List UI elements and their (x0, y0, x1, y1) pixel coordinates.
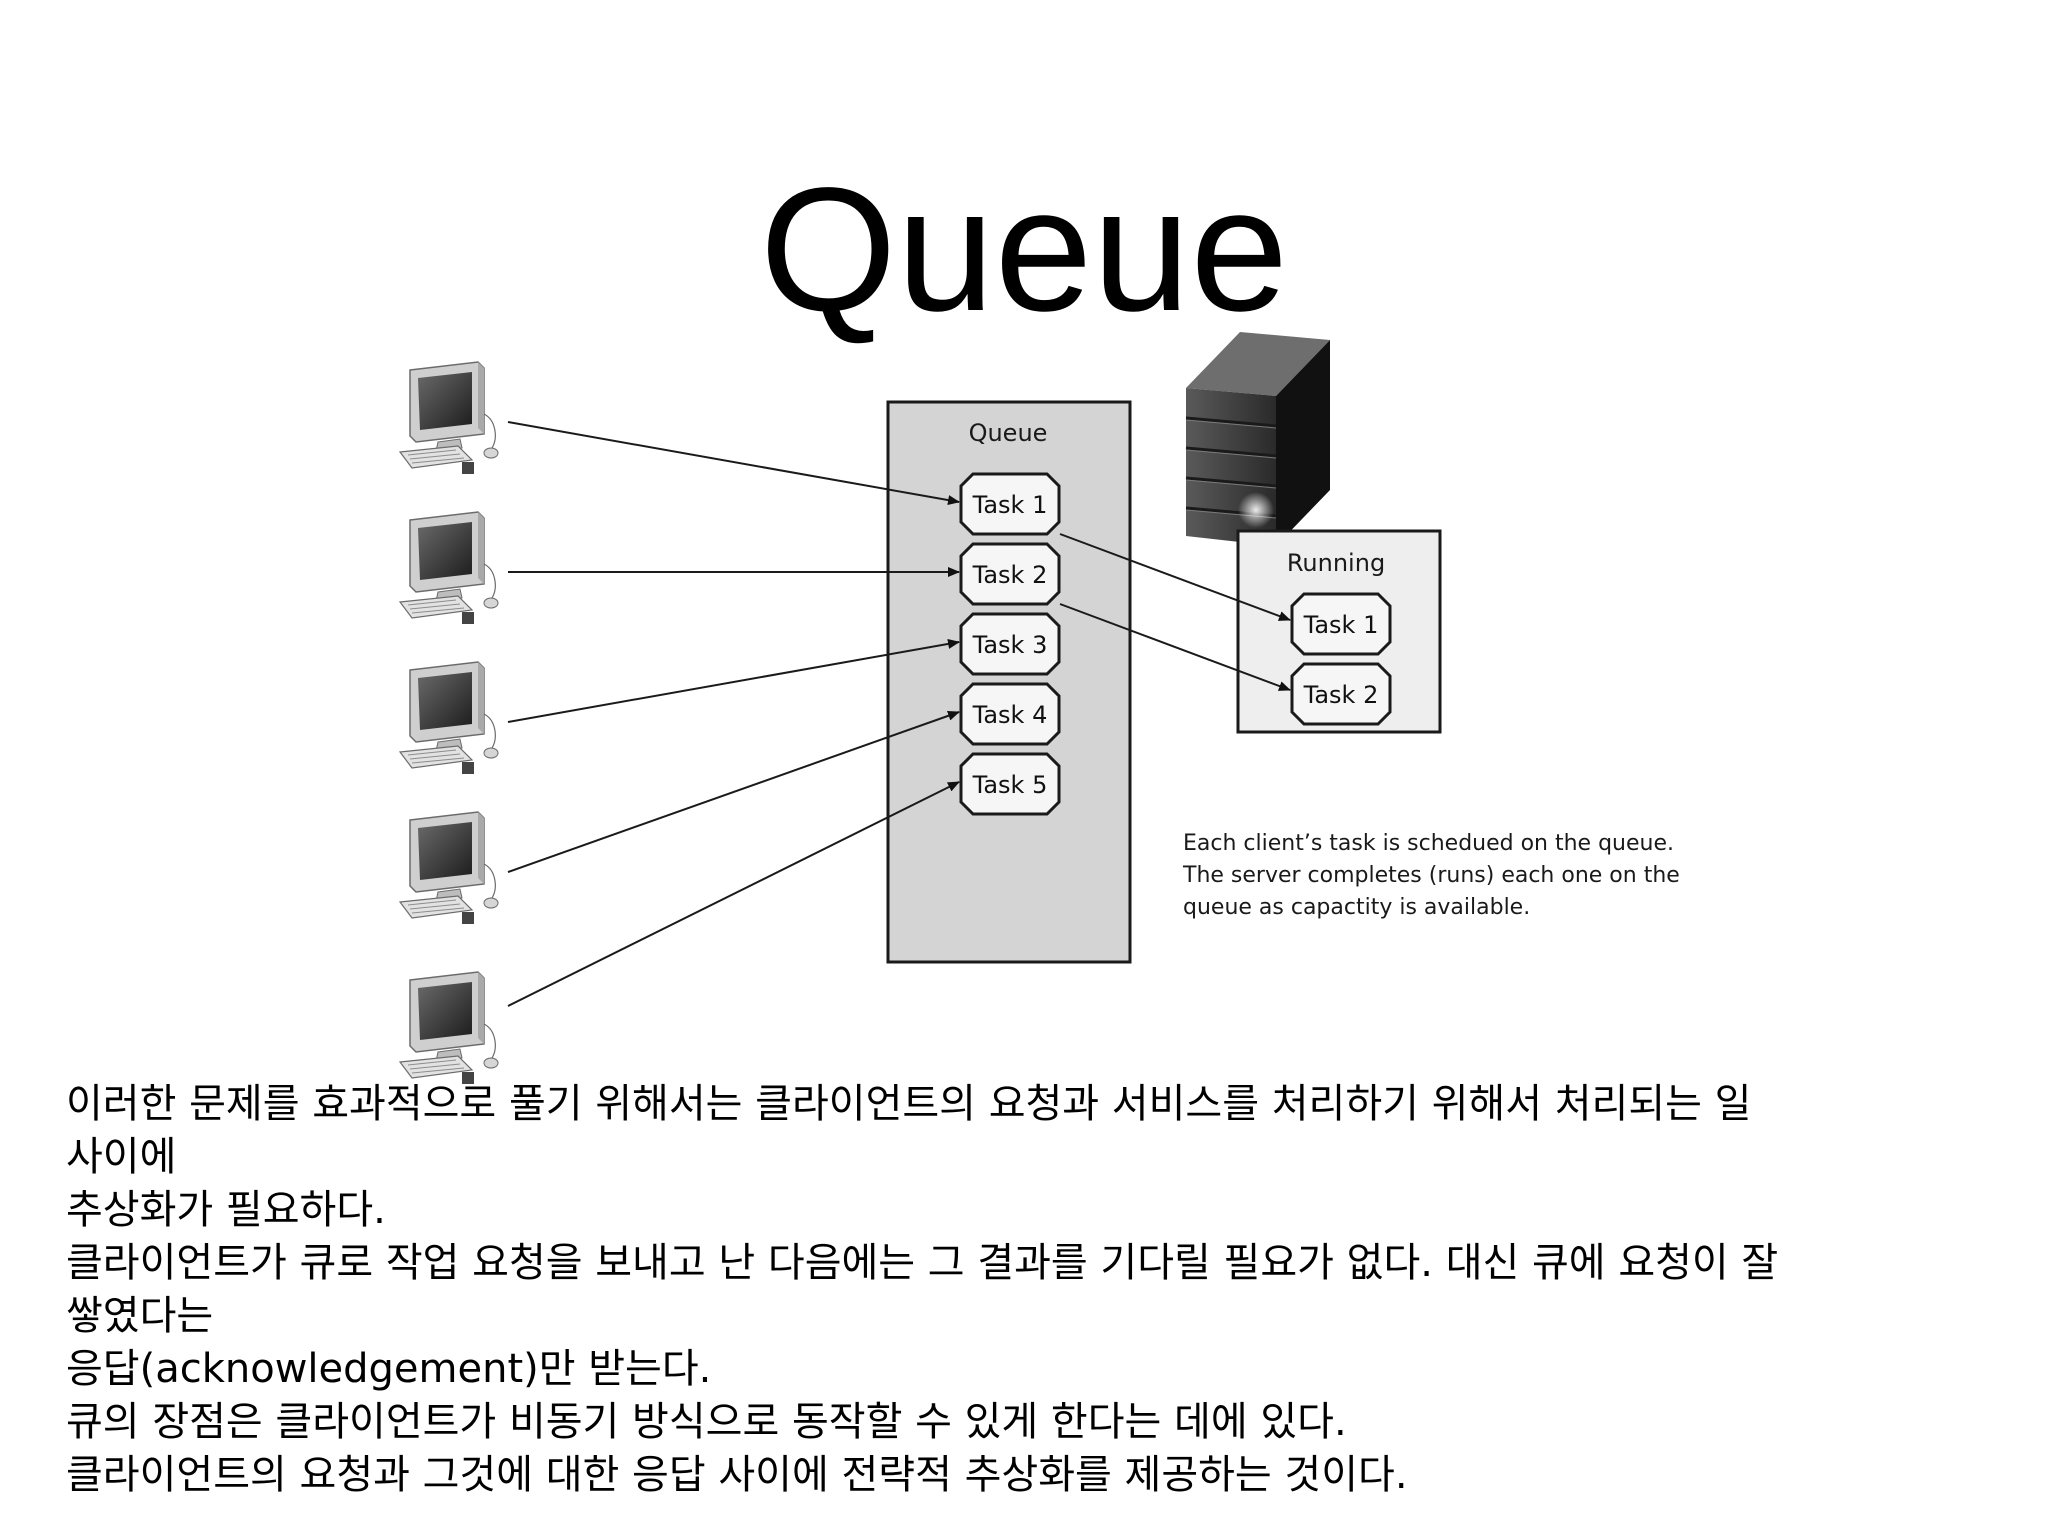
task-box: Task 1 (959, 472, 1061, 536)
computer-icon (399, 361, 499, 475)
run-arrow (1059, 533, 1291, 621)
client-arrow (507, 710, 960, 873)
task-label: Task 2 (1303, 681, 1379, 709)
body-line: 큐의 장점은 클라이언트가 비동기 방식으로 동작할 수 있게 한다는 데에 있… (66, 1399, 1347, 1445)
computer-icon (399, 811, 499, 925)
task-box: Task 2 (959, 542, 1061, 606)
body-line: 이러한 문제를 효과적으로 풀기 위해서는 클라이언트의 요청과 서비스를 처리… (66, 1081, 1752, 1127)
computer-icon (399, 511, 499, 625)
body-line: 응답(acknowledgement)만 받는다. (66, 1346, 712, 1392)
task-box: Task 1 (1290, 592, 1392, 656)
task-label: Task 1 (972, 491, 1048, 519)
task-box: Task 4 (959, 682, 1061, 746)
body-line: 클라이언트의 요청과 그것에 대한 응답 사이에 전략적 추상화를 제공하는 것… (66, 1452, 1408, 1498)
task-label: Task 5 (972, 771, 1048, 799)
queue-box-label: Queue (969, 419, 1048, 447)
slide-title: Queue (759, 152, 1289, 348)
task-box: Task 2 (1290, 662, 1392, 726)
computer-icon (399, 661, 499, 775)
caption-line: Each client’s task is schedued on the qu… (1183, 831, 1674, 856)
computer-icon (399, 971, 499, 1085)
body-line: 클라이언트가 큐로 작업 요청을 보내고 난 다음에는 그 결과를 기다릴 필요… (66, 1240, 1779, 1286)
task-label: Task 3 (972, 631, 1048, 659)
diagram-caption: Each client’s task is schedued on the qu… (1182, 831, 1687, 920)
task-label: Task 2 (972, 561, 1048, 589)
body-line: 추상화가 필요하다. (66, 1187, 386, 1233)
server-tower-icon (1185, 332, 1330, 546)
running-box-label: Running (1287, 549, 1385, 577)
client-arrow (507, 638, 960, 723)
caption-line: The server completes (runs) each one on … (1182, 863, 1680, 888)
body-line: 쌓였다는 (66, 1293, 214, 1339)
task-label: Task 4 (972, 701, 1048, 729)
task-box: Task 3 (959, 612, 1061, 676)
caption-line: queue as capactity is available. (1183, 895, 1530, 920)
client-arrow (507, 781, 960, 1007)
client-arrow (507, 421, 960, 506)
task-label: Task 1 (1303, 611, 1379, 639)
task-box: Task 5 (959, 752, 1061, 816)
run-arrow (1059, 603, 1291, 691)
body-line: 사이에 (66, 1134, 177, 1180)
body-text: 이러한 문제를 효과적으로 풀기 위해서는 클라이언트의 요청과 서비스를 처리… (66, 1078, 1996, 1502)
